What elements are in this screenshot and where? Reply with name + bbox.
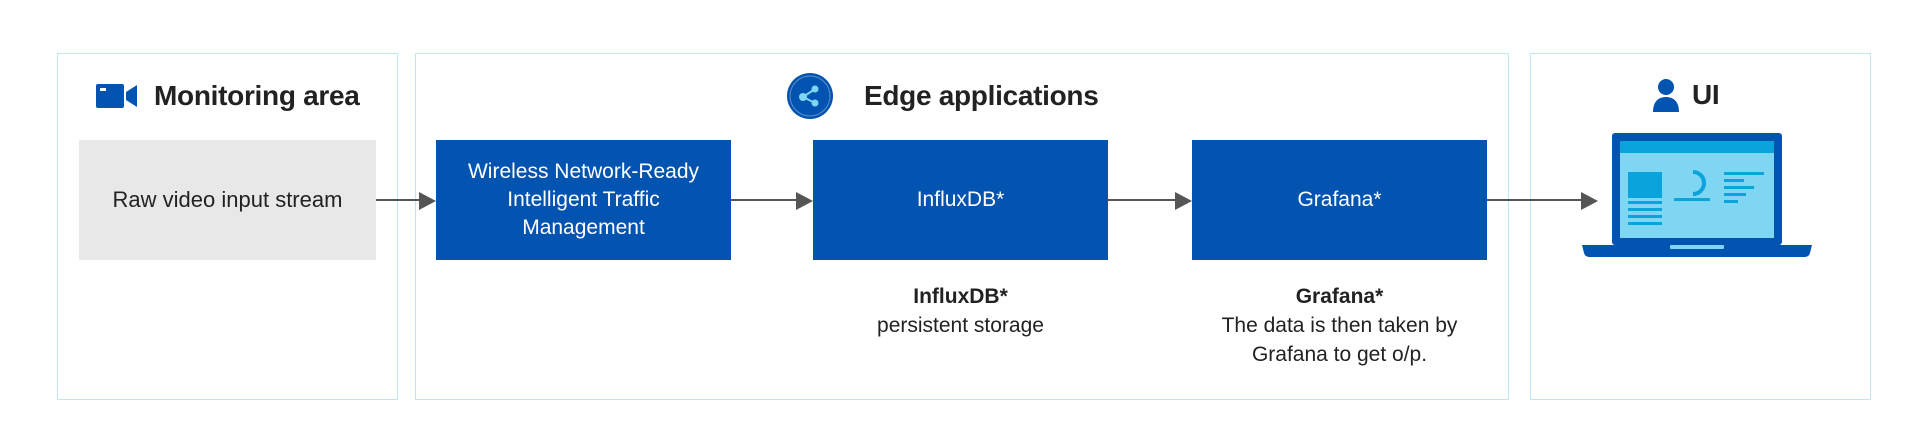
influxdb-note: InfluxDB* persistent storage [835,282,1086,340]
influxdb-note-text: persistent storage [877,314,1044,337]
arrow-influxdb-to-grafana [1108,192,1192,210]
arrow-grafana-to-ui [1487,192,1598,210]
wnr-itm-label: Wireless Network-Ready Intelligent Traff… [467,160,700,239]
grafana-note: Grafana* The data is then taken by Grafa… [1209,282,1470,369]
user-icon [1652,78,1680,112]
arrow-input-to-wnr [376,192,436,210]
laptop-dashboard-icon [1582,132,1812,258]
influxdb-note-title: InfluxDB* [913,285,1008,308]
monitoring-area-title: Monitoring area [154,80,360,111]
grafana-note-text: The data is then taken by Grafana to get… [1221,314,1458,366]
influxdb-label: InfluxDB* [916,188,1005,211]
wnr-itm-block: Wireless Network-Ready Intelligent Traff… [436,140,731,260]
monitoring-area-heading: Monitoring area [96,76,360,116]
edge-applications-heading: Edge applications [786,72,1099,120]
arrow-wnr-to-influxdb [731,192,813,210]
video-camera-icon [96,83,138,109]
grafana-block: Grafana* [1192,140,1487,260]
influxdb-block: InfluxDB* [813,140,1108,260]
grafana-note-title: Grafana* [1295,285,1384,308]
raw-video-input-label: Raw video input stream [112,187,343,212]
edge-applications-title: Edge applications [864,80,1099,111]
ui-title: UI [1692,79,1720,110]
raw-video-input-block: Raw video input stream [79,140,376,260]
ui-heading: UI [1652,74,1720,116]
grafana-label: Grafana* [1297,188,1382,211]
network-nodes-icon [786,72,834,120]
